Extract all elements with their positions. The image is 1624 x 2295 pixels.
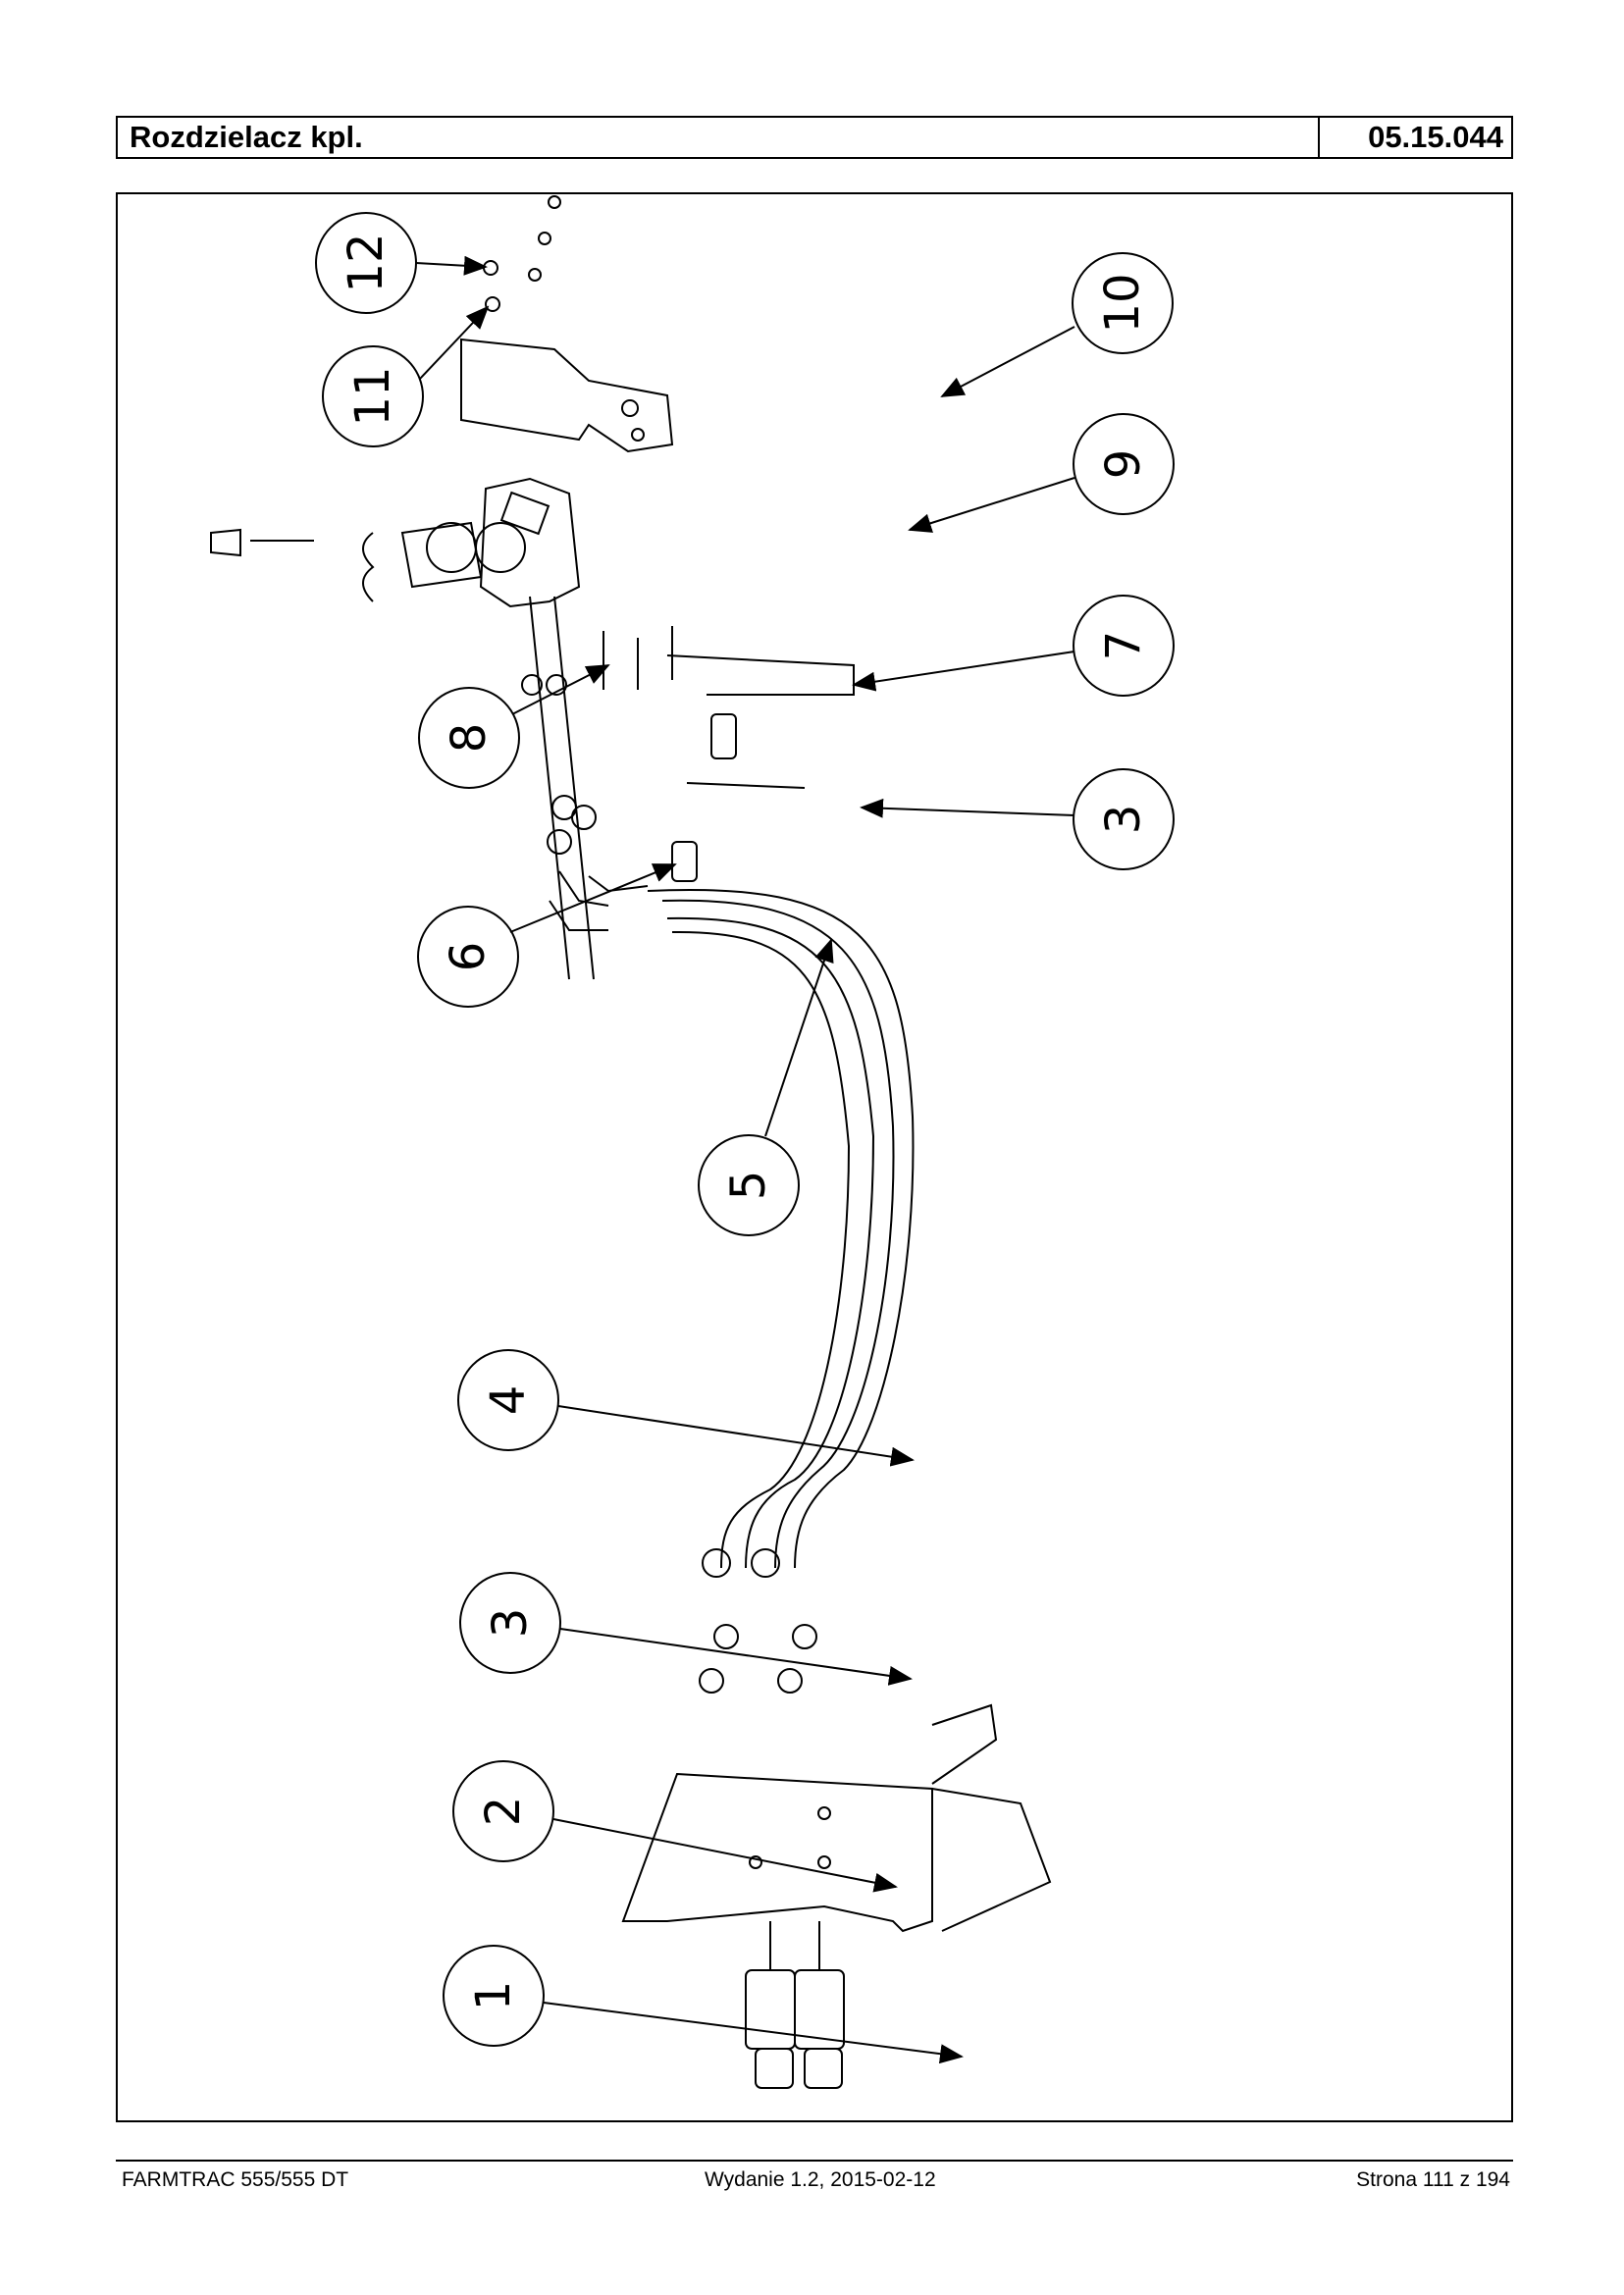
page-title: Rozdzielacz kpl. <box>118 118 1320 157</box>
part-code: 05.15.044 <box>1368 120 1503 154</box>
callout-label: 1 <box>466 1981 521 2011</box>
callout-2: 2 <box>452 1760 898 1893</box>
footer-edition: Wydanie 1.2, 2015-02-12 <box>705 2168 936 2191</box>
callout-4: 4 <box>457 1349 915 1467</box>
callout-label: 6 <box>441 942 496 972</box>
callout-12: 12 <box>315 212 488 314</box>
callout-label: 9 <box>1096 449 1151 480</box>
callout-11: 11 <box>322 305 490 447</box>
callout-6: 6 <box>417 863 677 1008</box>
parts-drawing <box>210 195 1052 2089</box>
callout-3-upper: 3 <box>860 768 1175 870</box>
callout-label: 7 <box>1096 631 1151 661</box>
footer-divider <box>116 2160 1513 2162</box>
callout-label: 8 <box>442 723 497 754</box>
callout-label: 11 <box>345 366 400 426</box>
callout-label: 5 <box>721 1171 776 1201</box>
callout-8: 8 <box>418 664 610 789</box>
footer-model: FARMTRAC 555/555 DT <box>122 2168 349 2191</box>
callout-label: 4 <box>481 1385 536 1416</box>
callout-1: 1 <box>443 1945 964 2064</box>
callout-label: 3 <box>1096 805 1151 835</box>
callout-label: 2 <box>476 1797 531 1827</box>
page-header: Rozdzielacz kpl. 05.15.044 <box>116 116 1513 159</box>
footer-page: Strona 111 z 194 <box>1356 2168 1510 2191</box>
exploded-parts-diagram: 12 11 10 9 8 7 3 <box>210 195 1175 2089</box>
callout-10: 10 <box>940 252 1174 397</box>
callout-7: 7 <box>852 595 1175 697</box>
callout-label: 10 <box>1095 273 1150 333</box>
callout-label: 12 <box>339 233 393 292</box>
callout-3-lower: 3 <box>459 1572 913 1686</box>
callout-label: 3 <box>483 1608 538 1639</box>
diagram-frame: 12 11 10 9 8 7 3 <box>116 192 1513 2122</box>
callout-9: 9 <box>908 413 1175 533</box>
callout-5: 5 <box>698 938 834 1236</box>
